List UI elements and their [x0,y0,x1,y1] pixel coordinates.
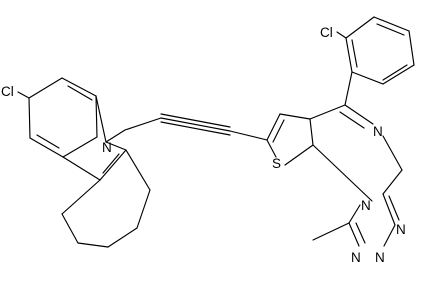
bond [309,118,314,146]
bonds [17,16,415,248]
atom-label-n-imine: N [373,124,383,139]
bond [17,91,30,99]
atom-label-n-triazole-3: N [351,250,361,265]
bond [67,85,93,101]
bond [382,64,415,85]
atom-label-cl-left: Cl [1,84,14,99]
bond [382,169,403,195]
bond [124,117,162,131]
bond [61,179,101,215]
bond [383,224,396,247]
bond [388,195,400,221]
bond [95,95,98,138]
bond [382,135,403,171]
atom-label-cl-right: Cl [320,25,333,40]
bond [336,31,347,39]
bond [345,16,375,39]
atom-labels: Cl N Cl N S N N N N [1,25,406,265]
bond [272,119,285,143]
bond [312,222,350,241]
bond [36,134,60,149]
bond [62,136,98,158]
bond [62,156,101,181]
bond [345,37,353,73]
bond [160,121,231,136]
bond [373,16,410,32]
bond [105,141,127,151]
bond [284,144,314,166]
bond [266,139,277,158]
bond [29,137,64,158]
bond [382,193,396,226]
bond [351,39,358,68]
bond [348,222,360,247]
bond [355,222,366,244]
bond [348,204,361,224]
bond [102,153,120,174]
bond [408,30,415,66]
atom-label-n-triazole-2: N [375,250,385,265]
bond [266,113,281,141]
bond [99,149,127,181]
bond [344,71,353,106]
bond [95,95,107,143]
bond [136,189,151,229]
bond [61,77,97,97]
bond [160,113,231,128]
bond [77,242,109,248]
bond [339,111,365,129]
bond [105,129,126,143]
bond [344,104,374,125]
atom-label-n-fused: N [361,198,371,213]
bond [351,71,384,85]
atom-label-n-indole: N [102,140,112,155]
bond [28,77,63,99]
bond [61,213,79,244]
bond [376,23,405,36]
atom-label-n-triazole-1: N [396,222,406,237]
bond [309,104,346,120]
bond [229,130,268,141]
bond [312,144,373,202]
bond [125,149,151,191]
bond [279,113,311,120]
bond [160,117,231,132]
bond [107,227,138,248]
atom-label-s-thiophene: S [272,156,281,171]
bond [28,97,31,139]
bond [382,64,408,81]
